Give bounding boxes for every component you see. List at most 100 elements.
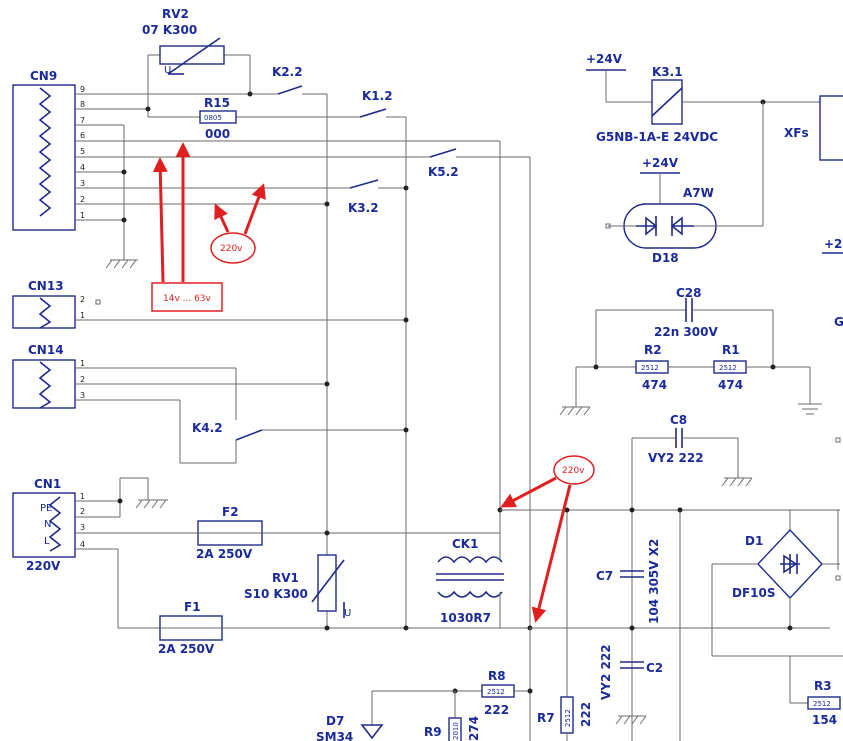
f1-ref: F1 — [184, 600, 201, 614]
cn1-pin-2: 2 — [80, 507, 85, 516]
r3-package: 2512 — [813, 700, 831, 708]
r3-resistor: 2512 R3 154 — [789, 656, 841, 727]
c7-value: 104 305V X2 — [647, 539, 661, 624]
r9-value: 274 — [467, 716, 481, 741]
r2-package: 2512 — [641, 364, 659, 372]
cn9-pin-6: 6 — [80, 131, 85, 140]
cn9-pin-7: 7 — [80, 116, 85, 125]
r9-ref: R9 — [424, 725, 442, 739]
d7-diode: D7 SM34 — [316, 690, 455, 741]
c28-value: 22n 300V — [654, 325, 718, 339]
c2-capacitor: C2 VY2 222 — [599, 644, 663, 725]
cn13-label: CN13 — [28, 279, 64, 293]
r2-value: 474 — [642, 378, 667, 392]
ck1-choke: CK1 1030R7 — [436, 507, 840, 631]
cn9-pin-8: 8 — [80, 100, 85, 109]
ck1-value: 1030R7 — [440, 611, 491, 625]
d1-value: DF10S — [732, 586, 776, 600]
r7-ref: R7 — [537, 711, 555, 725]
edge-partial: G — [834, 315, 843, 329]
r7-package: 2512 — [564, 709, 572, 727]
r9-package: 2010 — [452, 722, 460, 740]
range-box-text: 14v ... 63v — [163, 294, 212, 304]
f1-value: 2A 250V — [158, 642, 215, 656]
cn1-voltage: 220V — [26, 559, 61, 573]
cn14-pin-3: 3 — [80, 391, 85, 400]
k42-label: K4.2 — [192, 421, 223, 435]
r7-value: 222 — [579, 702, 593, 727]
r8-ref: R8 — [488, 669, 506, 683]
r2-r1-chain: 2512 2512 R2 R1 474 474 — [559, 343, 822, 416]
rv2-varistor: U RV2 07 K300 — [142, 7, 225, 76]
rv2-pin-label: U — [164, 65, 171, 76]
r9-resistor: R9 2010 274 — [424, 691, 481, 741]
circle-220v-top — [210, 232, 256, 264]
cn13-pin-1: 1 — [80, 311, 85, 320]
edge-supply: +2 — [824, 237, 842, 251]
cn9-connector: CN9 9 8 7 6 5 4 3 2 1 — [12, 69, 85, 231]
cn14-connector: CN14 1 2 3 K4.2 — [12, 343, 409, 464]
cn9-pin-5: 5 — [80, 147, 85, 156]
d18-ref: D18 — [652, 251, 679, 265]
r15-ref: R15 — [204, 96, 230, 110]
cn1-pin-3: 3 — [80, 523, 85, 532]
r1-ref: R1 — [722, 343, 740, 357]
r15-value: 000 — [205, 127, 230, 141]
r2-ref: R2 — [644, 343, 662, 357]
xfs-block: XFs — [784, 95, 843, 161]
r3-value: 154 — [812, 713, 837, 727]
a7w-diode: +24V A7W D18 — [605, 102, 764, 265]
circle-220v-right — [553, 455, 595, 485]
cn13-pin-2: 2 — [80, 295, 85, 304]
cn1-pe-label: PE — [40, 503, 52, 514]
cn9-pin-9: 9 — [80, 85, 85, 94]
rv1-pin-label: U — [344, 608, 351, 619]
r1-package: 2512 — [719, 364, 737, 372]
d7-ref: D7 — [326, 714, 344, 728]
k32-label: K3.2 — [348, 201, 379, 215]
range-box — [151, 282, 223, 312]
c2-value: VY2 222 — [599, 644, 613, 700]
r8-value: 222 — [484, 703, 509, 717]
c28-ref: C28 — [676, 286, 702, 300]
k31-supply: +24V — [586, 52, 623, 66]
k31-relay: +24V K3.1 G5NB-1A-E 24VDC — [586, 52, 820, 144]
r7-resistor: R7 2512 222 — [537, 507, 593, 741]
cn1-n-label: N — [44, 519, 51, 530]
red-annotations: 14v ... 63v 220v 220v — [151, 142, 595, 623]
cn9-pin-3: 3 — [80, 179, 85, 188]
cn1-label: CN1 — [34, 477, 61, 491]
k12-label: K1.2 — [362, 89, 393, 103]
d7-value: SM34 — [316, 730, 353, 741]
k22-label: K2.2 — [272, 65, 303, 79]
cn1-pin-4: 4 — [80, 540, 85, 549]
circle-220v-top-text: 220v — [220, 244, 243, 254]
cn14-pin-2: 2 — [80, 375, 85, 384]
c7-capacitor: C7 104 305V X2 — [596, 507, 683, 741]
c7-ref: C7 — [596, 569, 613, 583]
k31-ref: K3.1 — [652, 65, 683, 79]
f2-fuse: F2 2A 250V — [196, 505, 263, 561]
r8-resistor: 2512 R8 222 — [452, 628, 533, 741]
cn9-pin-1: 1 — [80, 211, 85, 220]
ck1-ref: CK1 — [452, 537, 478, 551]
cn1-l-label: L — [44, 536, 50, 547]
c8-ref: C8 — [670, 413, 687, 427]
r15-package: 0805 — [204, 114, 222, 122]
cn9-wires — [75, 54, 531, 630]
f1-fuse: F1 2A 250V — [158, 600, 223, 656]
c8-value: VY2 222 — [648, 451, 704, 465]
cn13-connector: CN13 2 1 — [12, 279, 409, 329]
d1-ref: D1 — [745, 534, 763, 548]
rv2-value: 07 K300 — [142, 23, 197, 37]
k31-value: G5NB-1A-E 24VDC — [596, 130, 718, 144]
cn9-pin-2: 2 — [80, 195, 85, 204]
d1-bridge-rectifier: D1 DF10S — [711, 510, 843, 657]
xfs-label: XFs — [784, 126, 809, 140]
rv1-value: S10 K300 — [244, 587, 308, 601]
cn1-connector: CN1 PE N L 220V 1 2 3 4 — [12, 477, 530, 629]
f2-value: 2A 250V — [196, 547, 253, 561]
r8-package: 2512 — [487, 688, 505, 696]
a7w-ref: A7W — [683, 186, 714, 200]
